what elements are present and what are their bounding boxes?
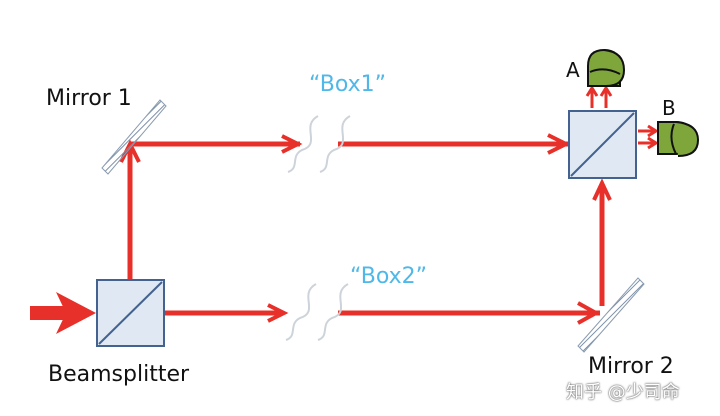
output-arrows-b <box>638 124 659 150</box>
output-arrows-a <box>585 85 613 108</box>
output-beamsplitter <box>568 110 637 179</box>
box2-label: “Box2” <box>350 264 428 289</box>
lower-beam-path <box>164 301 601 325</box>
beamsplitter <box>96 279 165 347</box>
watermark: 知乎 @少司命 <box>566 382 680 403</box>
box1-break-symbol <box>287 115 351 173</box>
mirror-1 <box>101 99 167 175</box>
detector-a-label: A <box>566 58 580 82</box>
input-beam <box>30 292 96 334</box>
box1-label: “Box1” <box>309 72 387 97</box>
mirror-2 <box>577 277 645 353</box>
mirror-2-label: Mirror 2 <box>588 354 674 379</box>
detector-b <box>657 121 700 157</box>
left-vertical-beam <box>119 139 141 280</box>
upper-beam-path <box>130 133 571 155</box>
box2-break-symbol <box>285 283 349 341</box>
beamsplitter-label: Beamsplitter <box>48 362 190 387</box>
right-vertical-beam <box>592 178 612 306</box>
detector-a <box>587 48 626 87</box>
mirror-1-label: Mirror 1 <box>46 86 132 111</box>
detector-b-label: B <box>662 96 676 120</box>
